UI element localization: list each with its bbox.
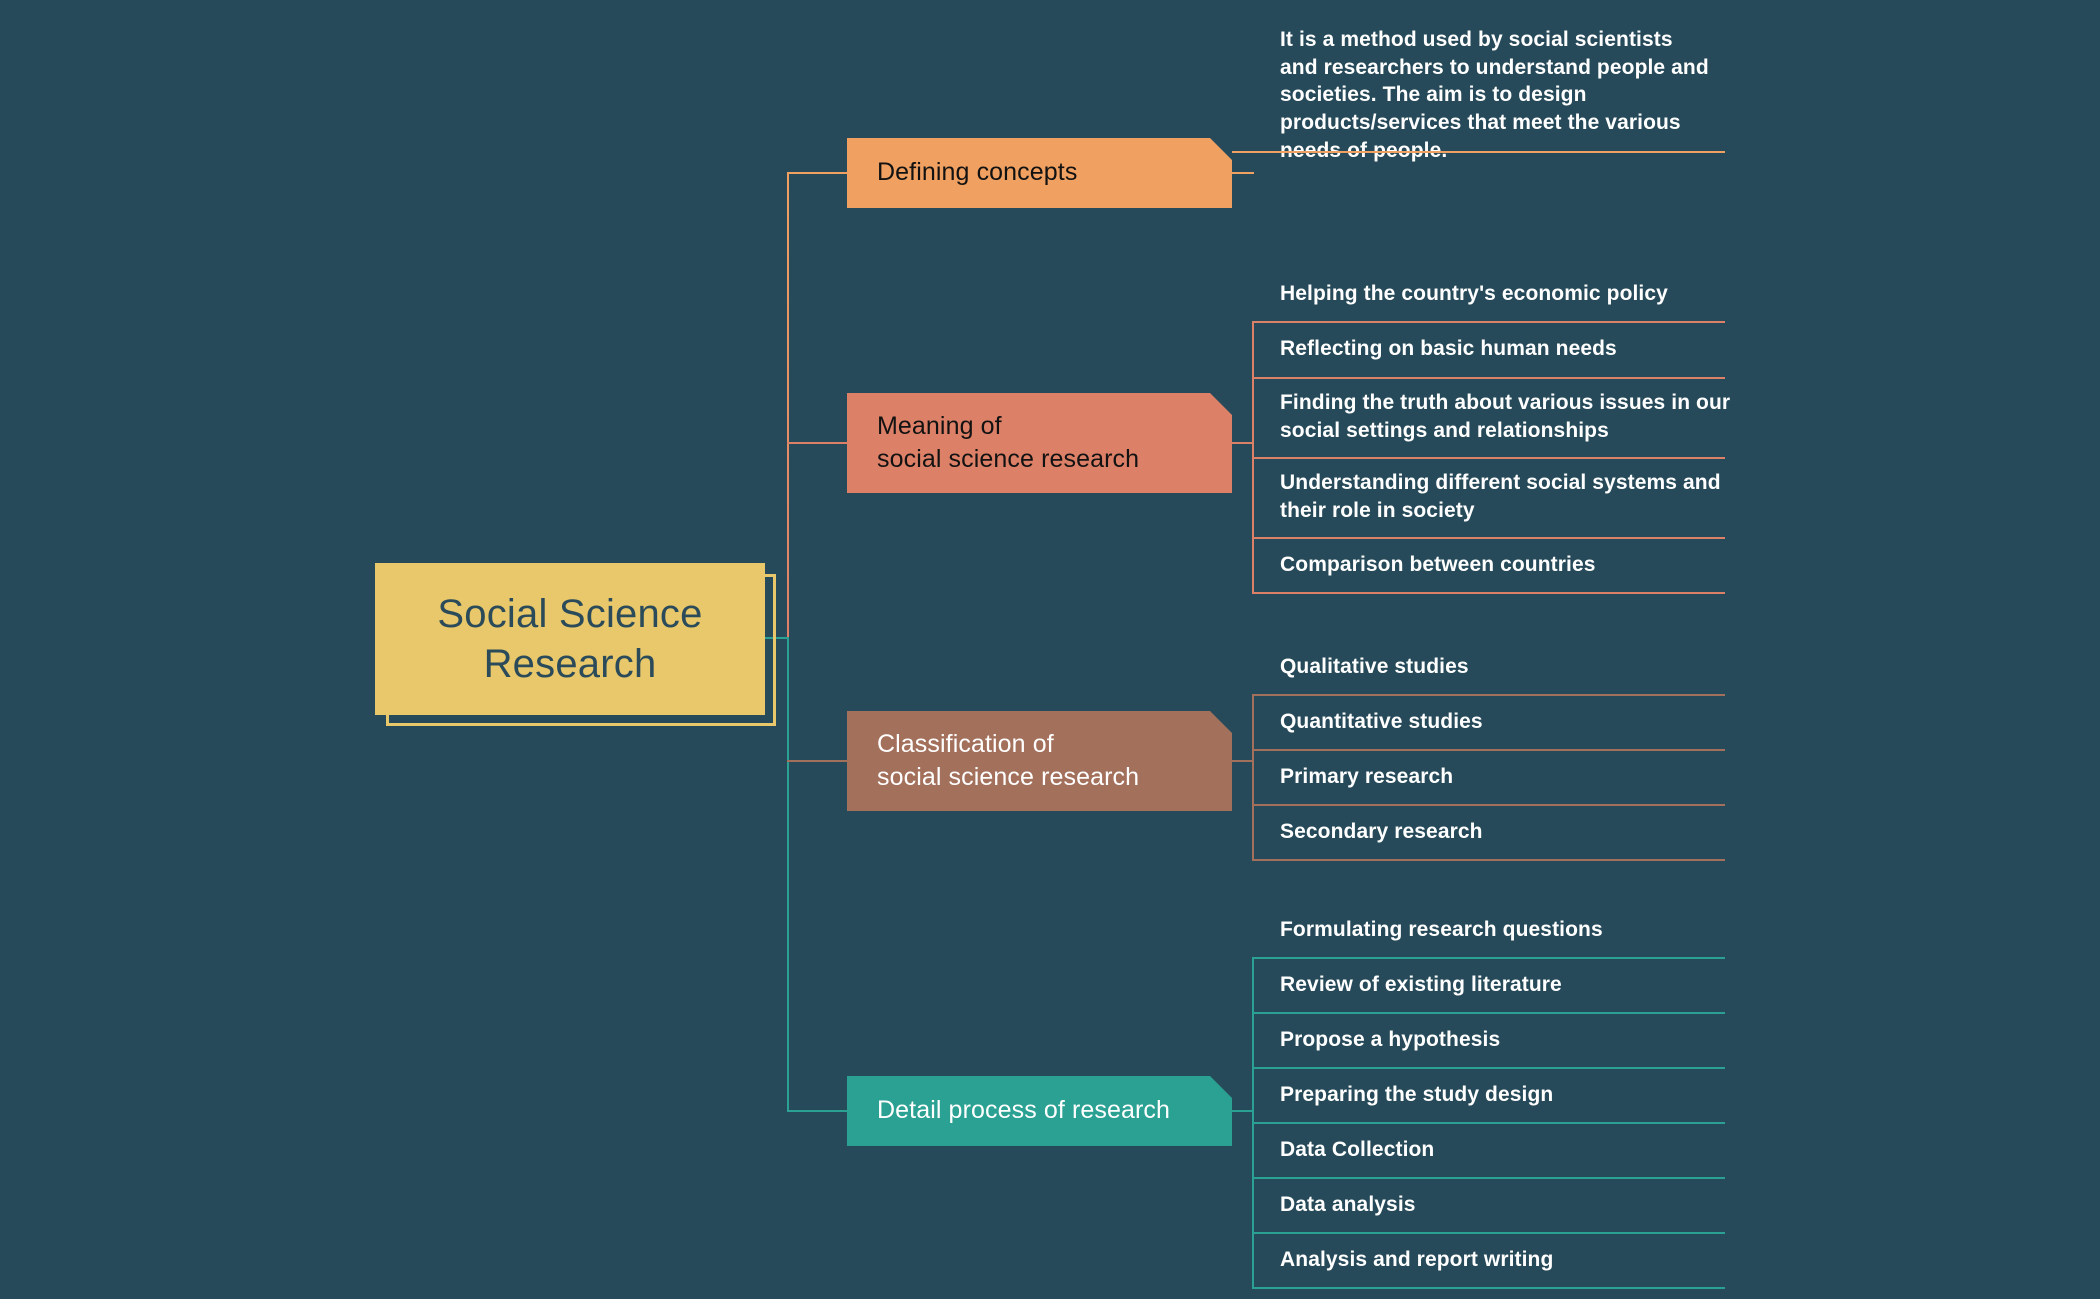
leaf-divider bbox=[1252, 804, 1725, 806]
leaf-divider bbox=[1252, 957, 1725, 959]
leaf-item[interactable]: Preparing the study design bbox=[1280, 1082, 1554, 1106]
leaf-item[interactable]: It is a method used by social scientists… bbox=[1280, 28, 1709, 162]
leaf-divider bbox=[1252, 1232, 1725, 1234]
branch-title-line1: Meaning of bbox=[877, 411, 1002, 440]
leaf-item[interactable]: Secondary research bbox=[1280, 819, 1483, 843]
leaf-divider bbox=[1252, 537, 1725, 539]
leaf-divider bbox=[1252, 694, 1725, 696]
branch-node-detail-process-of-research[interactable]: Detail process of research bbox=[847, 1076, 1232, 1146]
branch-connector-classification-of-social-science-research bbox=[787, 760, 847, 762]
branch-connector-detail-process-of-research bbox=[787, 1110, 847, 1112]
branch-title-line2: social science research bbox=[877, 763, 1140, 791]
leaf-item[interactable]: Data Collection bbox=[1280, 1137, 1435, 1161]
leaf-item[interactable]: Qualitative studies bbox=[1280, 654, 1469, 678]
branch-title-line1: Defining concepts bbox=[877, 158, 1078, 187]
leaf-connector-detail-process-of-research bbox=[1232, 1110, 1254, 1112]
leaf-item[interactable]: Understanding different social systems a… bbox=[1280, 471, 1721, 522]
leaf-divider bbox=[1252, 1012, 1725, 1014]
leaf-item[interactable]: Propose a hypothesis bbox=[1280, 1027, 1501, 1051]
root-node[interactable]: Social Science Research bbox=[375, 563, 765, 715]
leaf-item[interactable]: Helping the country's economic policy bbox=[1280, 281, 1668, 305]
leaf-divider bbox=[1252, 749, 1725, 751]
leaf-divider bbox=[1232, 151, 1725, 153]
leaf-item[interactable]: Comparison between countries bbox=[1280, 552, 1596, 576]
branch-title-line1: Classification of bbox=[877, 729, 1054, 758]
leaf-divider bbox=[1252, 1122, 1725, 1124]
leaf-connector-classification-of-social-science-research bbox=[1232, 760, 1254, 762]
branch-title-line1: Detail process of research bbox=[877, 1096, 1171, 1125]
branch-node-classification-of-social-science-research[interactable]: Classification of social science research bbox=[847, 711, 1232, 811]
trunk-segment-upper bbox=[787, 173, 789, 637]
leaf-divider bbox=[1252, 1287, 1725, 1289]
leaf-item[interactable]: Data analysis bbox=[1280, 1192, 1416, 1216]
leaf-item[interactable]: Analysis and report writing bbox=[1280, 1247, 1554, 1271]
leaf-item[interactable]: Formulating research questions bbox=[1280, 917, 1603, 941]
root-title-line1: Social Science bbox=[437, 591, 703, 636]
leaf-spine-classification-of-social-science-research bbox=[1252, 694, 1254, 859]
leaf-divider bbox=[1252, 377, 1725, 379]
leaf-item[interactable]: Primary research bbox=[1280, 764, 1454, 788]
leaf-divider bbox=[1252, 592, 1725, 594]
leaf-spine-meaning-of-social-science-research bbox=[1252, 321, 1254, 592]
leaf-connector-meaning-of-social-science-research bbox=[1232, 442, 1254, 444]
leaf-divider bbox=[1252, 1067, 1725, 1069]
leaf-connector-defining-concepts bbox=[1232, 172, 1254, 174]
leaf-divider bbox=[1252, 859, 1725, 861]
leaf-item[interactable]: Finding the truth about various issues i… bbox=[1280, 391, 1731, 442]
branch-node-meaning-of-social-science-research[interactable]: Meaning of social science research bbox=[847, 393, 1232, 493]
root-title-line2: Research bbox=[483, 642, 657, 686]
leaf-divider bbox=[1252, 1177, 1725, 1179]
branch-connector-meaning-of-social-science-research bbox=[787, 442, 847, 444]
root-connector bbox=[765, 637, 789, 639]
branch-title-line2: social science research bbox=[877, 445, 1140, 473]
leaf-item[interactable]: Quantitative studies bbox=[1280, 709, 1483, 733]
leaf-item[interactable]: Review of existing literature bbox=[1280, 972, 1562, 996]
leaf-divider bbox=[1252, 457, 1725, 459]
branch-connector-defining-concepts bbox=[787, 172, 847, 174]
branch-node-defining-concepts[interactable]: Defining concepts bbox=[847, 138, 1232, 208]
leaf-item[interactable]: Reflecting on basic human needs bbox=[1280, 337, 1617, 361]
leaf-divider bbox=[1252, 321, 1725, 323]
trunk-segment-lower bbox=[787, 637, 789, 1111]
